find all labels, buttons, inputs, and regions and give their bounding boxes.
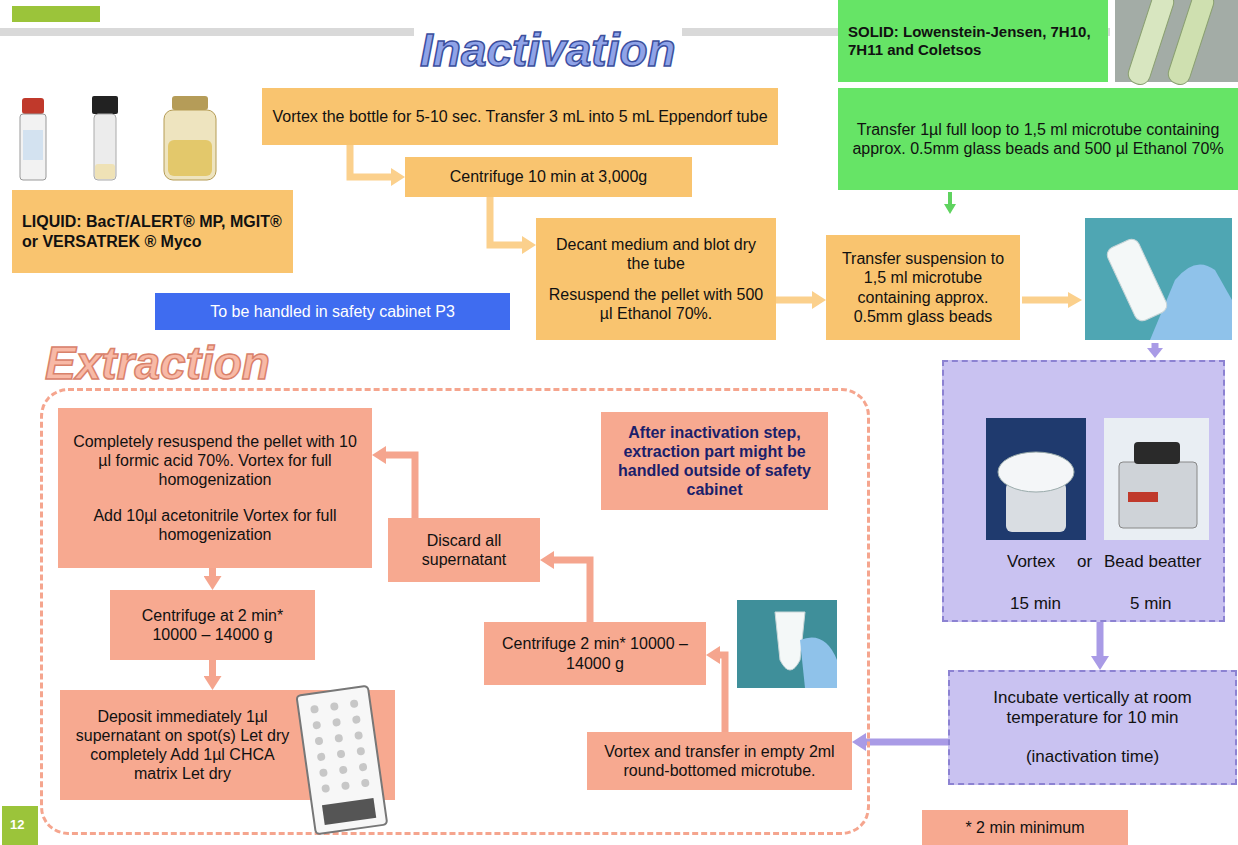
plate-spots [310, 699, 370, 793]
flow-arrow [1097, 622, 1104, 656]
process-box: To be handled in safety cabinet P3 [155, 293, 510, 330]
step-text: Deposit immediately 1µl supernatant on s… [70, 707, 295, 784]
plate-body [296, 686, 387, 835]
region-heading: Extraction [45, 339, 270, 387]
equipment-photos [944, 362, 1227, 624]
vial-body [164, 110, 216, 180]
step-text: Decant medium and blot dry the tube [546, 235, 766, 273]
arrow-shaft [948, 192, 952, 204]
arrow-shaft [1022, 297, 1068, 304]
step-text: or [1077, 552, 1092, 572]
diagram-title: Inactivation [414, 24, 682, 76]
microtube [1105, 237, 1170, 324]
process-box: Decant medium and blot dry the tubeResus… [536, 218, 776, 340]
process-box: Centrifuge 2 min* 10000 – 14000 g [484, 622, 706, 685]
flow-arrow [776, 297, 812, 304]
process-box: Centrifuge at 2 min* 10000 – 14000 g [110, 590, 315, 660]
bead-beater-photo [1104, 418, 1209, 540]
arrow-shaft [1152, 343, 1159, 348]
maldi-target-plate [292, 686, 392, 836]
slant-tube [1166, 0, 1217, 87]
vortex-platform [998, 452, 1074, 492]
step-text: Completely resuspend the pellet with 10 … [68, 432, 362, 490]
process-box: Completely resuspend the pellet with 10 … [58, 408, 372, 568]
process-box: Vortex and transfer in empty 2ml round-b… [587, 732, 852, 790]
flow-arrow [386, 455, 415, 518]
flow-arrow [209, 568, 216, 576]
flow-arrow [720, 655, 725, 732]
step-text: (inactivation time) [960, 747, 1225, 767]
step-text: * 2 min minimum [932, 818, 1118, 837]
flow-arrow [350, 145, 391, 177]
step-text: Vortex and transfer in empty 2ml round-b… [597, 742, 842, 780]
culture-bottles [20, 96, 216, 180]
process-box: Transfer 1µl full loop to 1,5 ml microtu… [838, 88, 1238, 190]
process-box: After inactivation step, extraction part… [601, 412, 828, 510]
tube-cap [92, 96, 118, 114]
step-text: Incubate vertically at room temperature … [960, 688, 1225, 729]
process-box: SOLID: Lowenstein-Jensen, 7H10, 7H11 and… [838, 0, 1108, 82]
process-box: Transfer suspension to 1,5 ml microtube … [826, 235, 1020, 340]
bottle-label [23, 130, 43, 160]
bottle-cap [22, 98, 44, 114]
vial-beads [168, 140, 212, 176]
process-box: Vortex or Bead beatter 15 min 5 min [942, 360, 1225, 622]
process-box: * 2 min minimum [922, 810, 1128, 845]
step-text: To be handled in safety cabinet P3 [165, 302, 500, 321]
process-box: Incubate vertically at room temperature … [948, 670, 1237, 785]
step-text: Discard all supernatant [398, 531, 530, 569]
flow-arrow [554, 560, 590, 622]
step-text: Add 10µl acetonitrile Vortex for full ho… [68, 506, 362, 544]
step-text: Transfer 1µl full loop to 1,5 ml microtu… [848, 120, 1228, 158]
step-text: SOLID: Lowenstein-Jensen, 7H10, 7H11 and… [848, 23, 1098, 59]
step-text: Vortex [1007, 552, 1055, 572]
process-box: Deposit immediately 1µl supernatant on s… [60, 690, 395, 800]
accent-bar [12, 6, 100, 22]
step-text: 5 min [1130, 594, 1172, 614]
step-text: Transfer suspension to 1,5 ml microtube … [836, 249, 1010, 326]
step-text: After inactivation step, extraction part… [611, 423, 818, 500]
flow-arrow [490, 197, 522, 245]
small-tube-photo [737, 600, 837, 688]
photo-ground [737, 600, 837, 688]
step-text: LIQUID: BacT/ALERT® MP, MGIT® or VERSATR… [22, 212, 283, 250]
tube-body [94, 114, 116, 180]
arrow-head [1068, 292, 1082, 308]
plate-barcode [322, 798, 376, 825]
step-text: 15 min [1010, 594, 1061, 614]
tube-medium [95, 164, 115, 179]
flow-arrow [209, 660, 216, 676]
process-box: Vortex the bottle for 5-10 sec. Transfer… [262, 88, 778, 145]
step-text: Centrifuge 10 min at 3,000g [415, 167, 682, 186]
step-text: Centrifuge at 2 min* 10000 – 14000 g [120, 606, 305, 644]
step-text: Centrifuge 2 min* 10000 – 14000 g [494, 634, 696, 672]
slant-tubes-photo [1115, 0, 1238, 87]
step-text: Resuspend the pellet with 500 µl Ethanol… [546, 285, 766, 323]
step-text: Bead beatter [1104, 552, 1201, 572]
page-number-tab [2, 806, 38, 845]
glove [800, 638, 837, 689]
bead-beater-body [1119, 462, 1197, 528]
process-box: Discard all supernatant [388, 518, 540, 582]
vial-cap [172, 96, 208, 110]
region-box: ExtractionCompletely resuspend the pelle… [40, 388, 870, 835]
microtube-photo [1085, 218, 1232, 340]
process-box: LIQUID: BacT/ALERT® MP, MGIT® or VERSATR… [12, 190, 293, 273]
bottle-body [20, 114, 46, 180]
arrow-head [1147, 348, 1163, 358]
process-box: Centrifuge 10 min at 3,000g [405, 157, 692, 197]
arrow-head [944, 204, 956, 214]
step-text: Vortex the bottle for 5-10 sec. Transfer… [272, 107, 768, 126]
bead-beater-lid [1134, 442, 1180, 464]
page-number: 12 [10, 817, 24, 832]
flow-arrow [866, 739, 948, 746]
photo-ground [1085, 218, 1232, 340]
bead-beater-display [1128, 492, 1158, 502]
vortex-photo [986, 418, 1086, 540]
